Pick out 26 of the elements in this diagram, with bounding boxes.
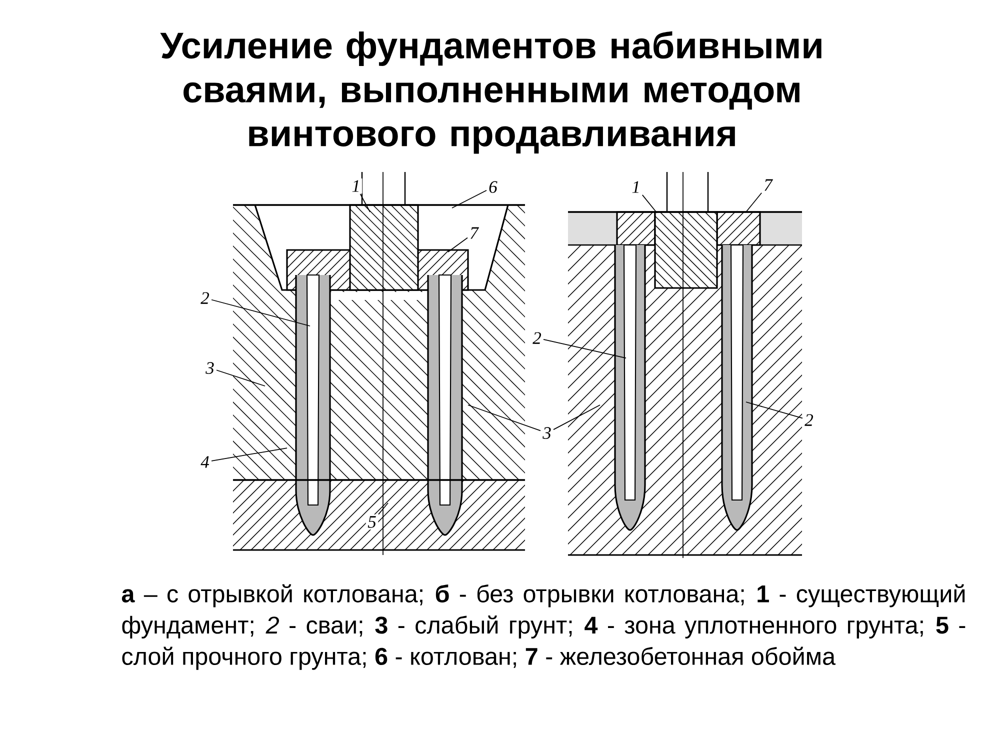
callout-number: 2	[530, 330, 544, 346]
leader-line	[448, 237, 468, 252]
leader-line	[360, 193, 370, 212]
leader-line	[211, 299, 310, 326]
callout-number: 2	[802, 412, 816, 428]
callout-number: 4	[198, 454, 212, 470]
callout-number: 1	[630, 179, 642, 195]
callout-number: 5	[366, 514, 378, 530]
leader-line	[468, 404, 541, 432]
leader-line	[746, 192, 762, 212]
callout-number: 1	[350, 178, 362, 194]
callout-number: 7	[762, 178, 774, 193]
callout-number: 6	[486, 179, 500, 195]
leader-line	[378, 502, 388, 515]
leader-line	[211, 448, 288, 462]
callout-number: 2	[198, 290, 212, 306]
callout-number: 3	[204, 360, 216, 376]
leader-line	[642, 194, 658, 214]
leader-line	[746, 402, 803, 419]
leader-line	[543, 339, 626, 358]
leader-line	[553, 404, 600, 430]
caption: а – с отрывкой котлована; б - без отрывки котлована; 1 - существующий фундамент; 2 - сваи; 3 - слабый грунт; 4 - зона уплотненного грунта; 5 - слой прочного грунта; 6 - котлован; 7 - железобетонная обойма	[122, 584, 966, 670]
leader-line	[452, 190, 487, 208]
title: Усиление фундаментов набивными сваями, выполненными методом винтового продавливания	[160, 31, 822, 154]
callout-number: 3	[540, 425, 554, 441]
leader-line	[216, 370, 266, 386]
